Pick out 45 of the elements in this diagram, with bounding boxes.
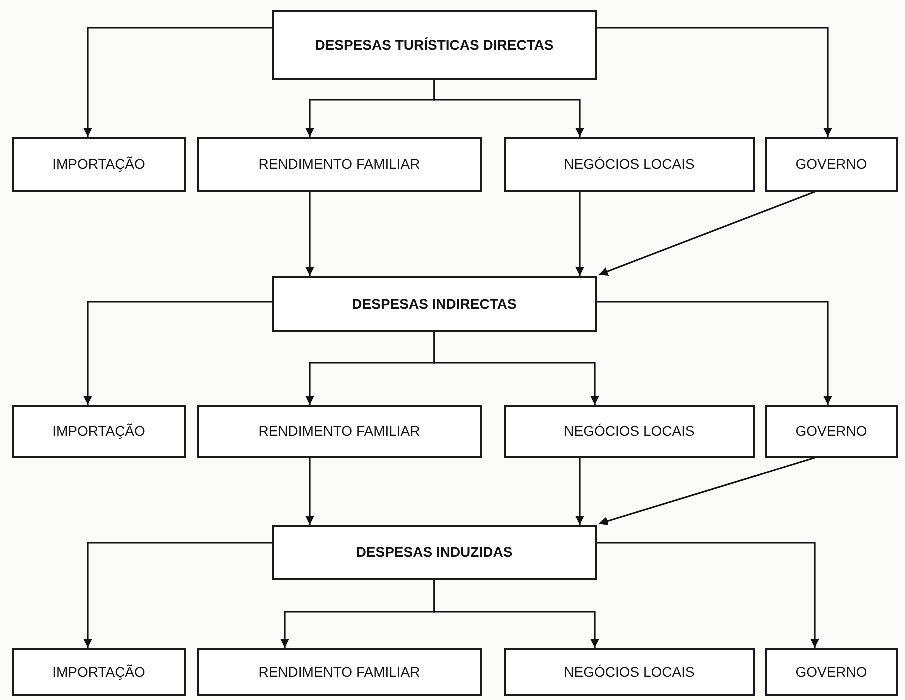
sector-box [197,405,482,458]
box-label: RENDIMENTO FAMILIAR [258,662,420,682]
sector-box [197,648,482,696]
sector-box [12,648,186,696]
arrow [576,458,584,525]
arrow [434,580,600,648]
box-label: IMPORTAÇÃO [52,422,146,441]
sector-box [12,137,186,192]
box-label: DESPESAS TURÍSTICAS DIRECTAS [315,36,554,54]
arrow [306,192,314,276]
sector-box [765,405,898,458]
sector-box [197,137,482,192]
arrow [598,457,816,526]
sector-box [12,405,186,458]
box-label: GOVERNO [796,155,868,174]
sector-box [504,648,755,696]
expense-box [272,525,597,580]
arrow [306,458,314,525]
arrow [84,542,272,648]
box-label: NEGÓCIOS LOCAIS [564,662,695,682]
box-label: GOVERNO [796,662,868,682]
box-label: NEGÓCIOS LOCAIS [564,155,695,174]
arrow [84,301,272,405]
sector-box [765,648,898,696]
box-label: IMPORTAÇÃO [52,662,146,682]
box-label: IMPORTAÇÃO [52,155,146,174]
arrow [597,542,820,648]
expense-box [272,10,597,80]
box-label: GOVERNO [796,422,868,441]
box-label: NEGÓCIOS LOCAIS [564,422,695,441]
sector-box [504,405,755,458]
arrow [434,332,600,405]
sector-box [504,137,755,192]
arrow [598,191,816,276]
arrow [576,192,584,276]
box-label: DESPESAS INDUZIDAS [356,543,513,562]
box-label: RENDIMENTO FAMILIAR [258,155,420,174]
box-label: RENDIMENTO FAMILIAR [258,422,420,441]
arrow [597,27,832,137]
box-label: DESPESAS INDIRECTAS [352,294,517,314]
expense-box [272,276,597,332]
arrow [597,301,832,405]
arrow [84,27,272,137]
sector-box [765,137,898,192]
arrow [434,80,584,137]
